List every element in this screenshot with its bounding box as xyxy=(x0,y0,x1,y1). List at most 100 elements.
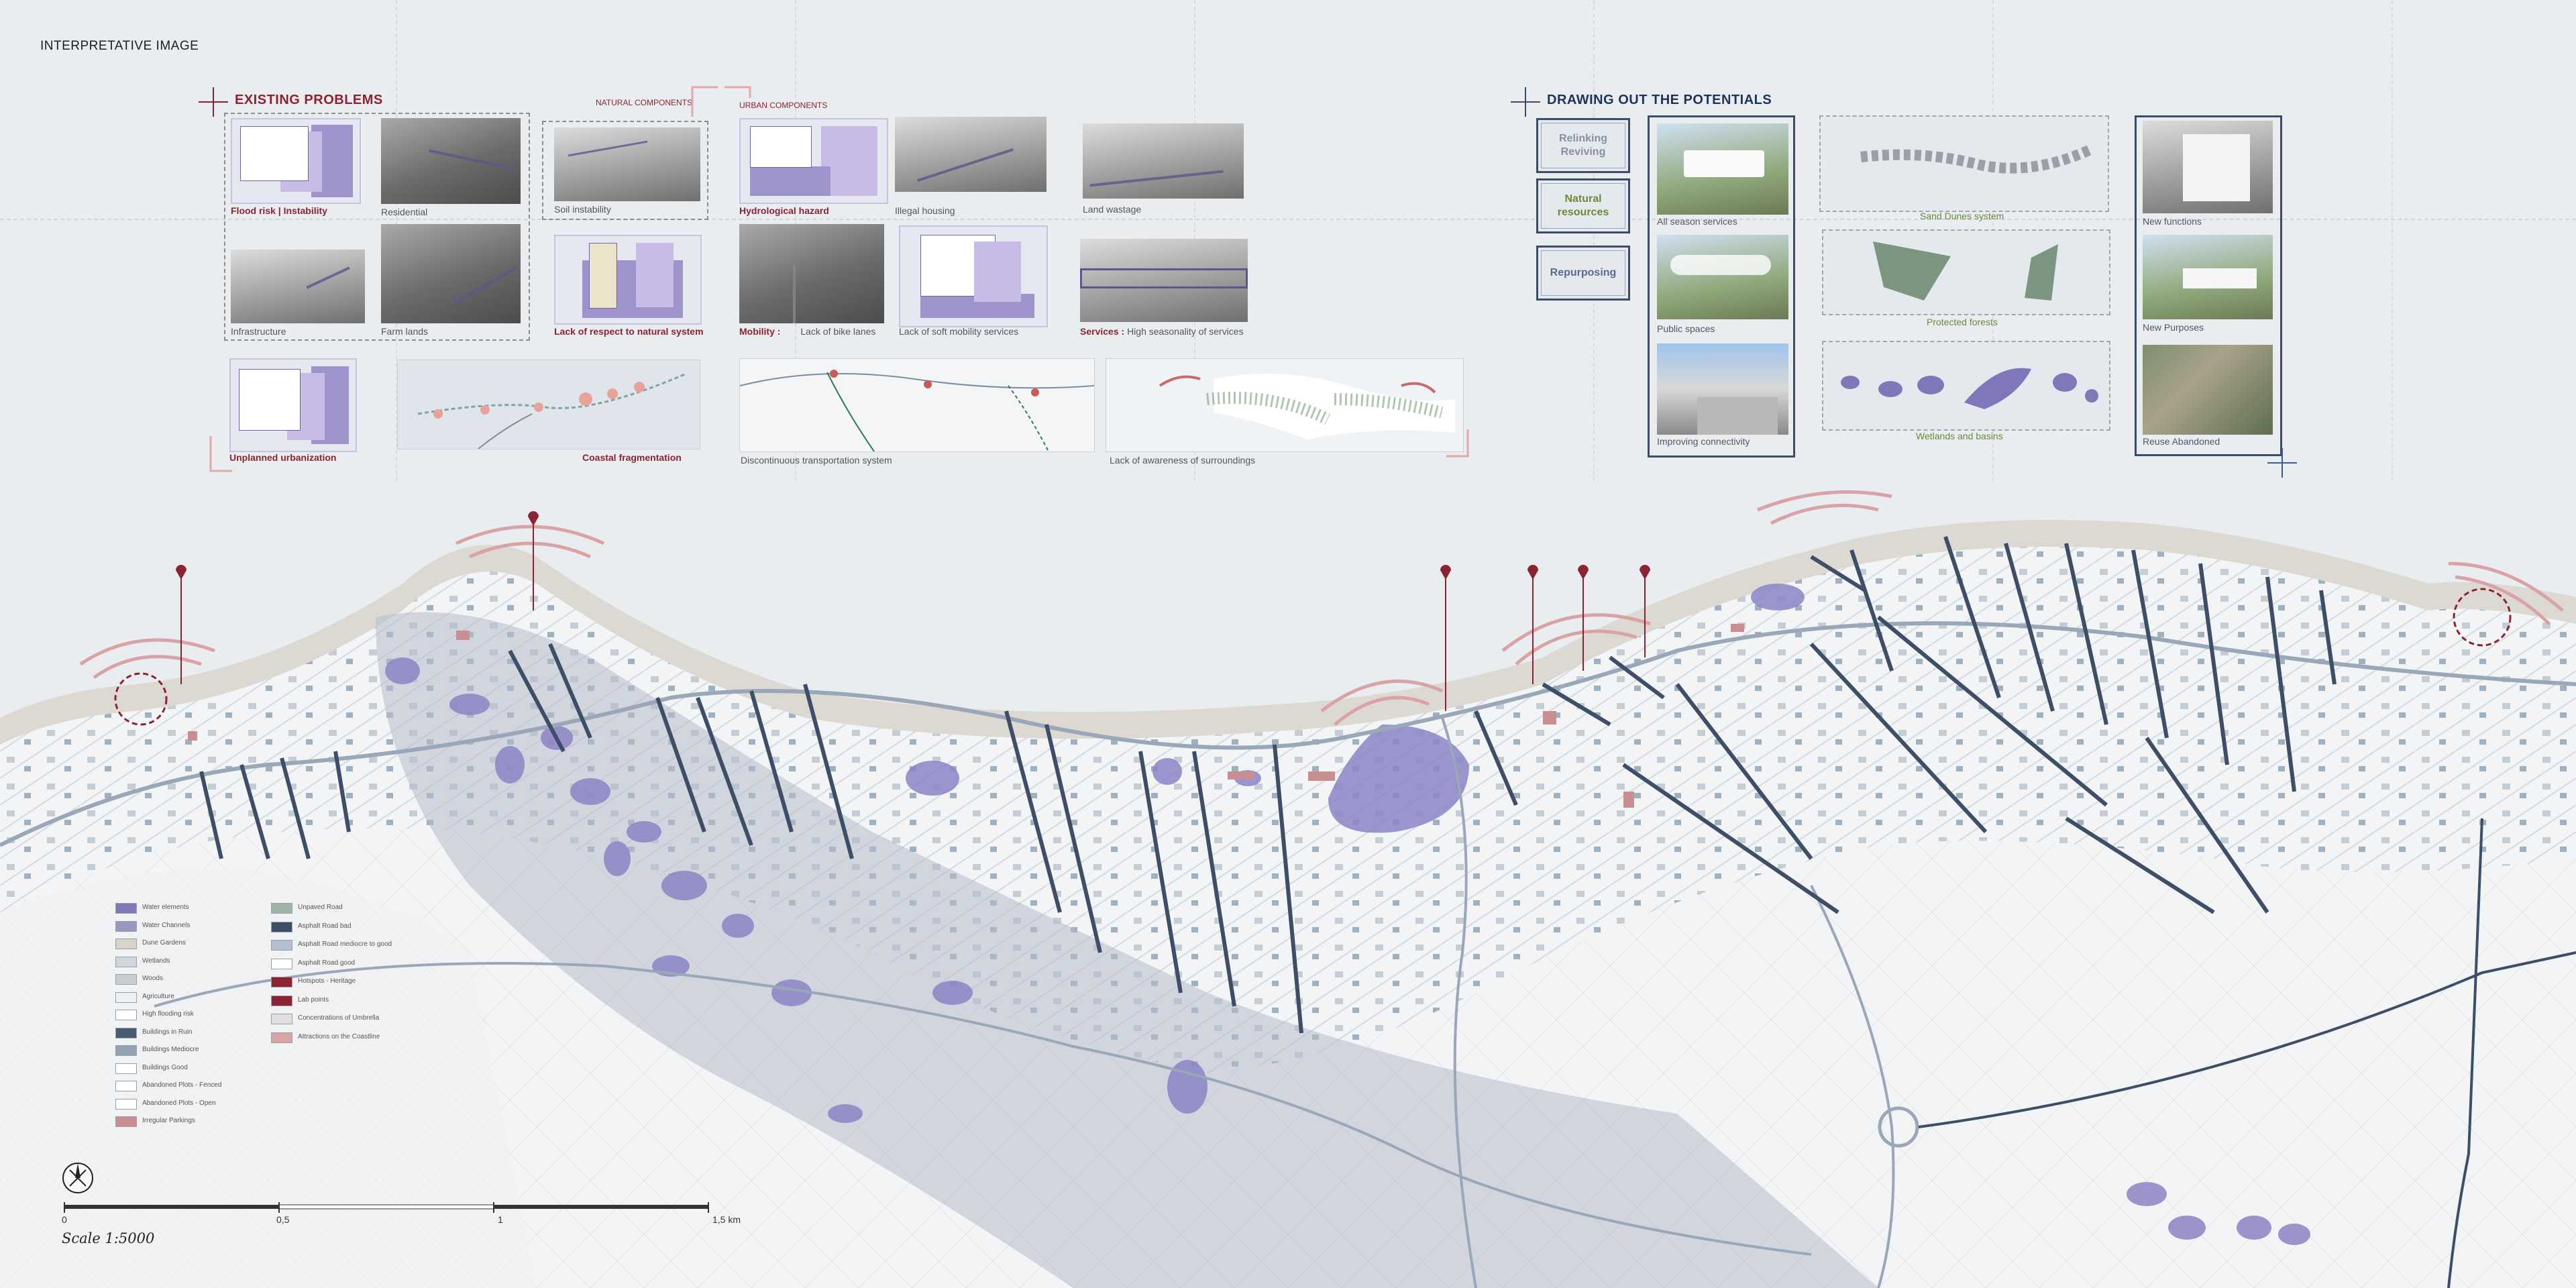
lack-respect-caption: Lack of respect to natural system xyxy=(554,326,704,337)
infrastructure-photo xyxy=(231,250,365,323)
legend-label: Water Channels xyxy=(142,921,191,929)
wetlands-caption: Wetlands and basins xyxy=(1916,431,2003,441)
hydrological-caption: Hydrological hazard xyxy=(739,205,829,216)
land-wastage-photo xyxy=(1083,123,1244,199)
crosshair-icon xyxy=(2267,448,2297,478)
illegal-housing-photo xyxy=(895,117,1046,192)
potentials-title: DRAWING OUT THE POTENTIALS xyxy=(1547,93,1772,107)
repurposing-button[interactable]: Repurposing xyxy=(1536,246,1630,301)
natural-components-label: NATURAL COMPONENTS xyxy=(596,98,693,107)
transport-map xyxy=(739,358,1095,452)
mobility-text: Lack of bike lanes xyxy=(800,326,876,337)
legend-swatch xyxy=(115,956,137,967)
legend-label: Asphalt Road bad xyxy=(298,922,352,930)
legend-label: Asphalt Road good xyxy=(298,959,356,967)
scale-tick-0: 0 xyxy=(62,1214,67,1225)
awareness-map xyxy=(1106,358,1464,452)
scale-bar xyxy=(64,1202,709,1213)
relinking-reviving-button[interactable]: Relinking Reviving xyxy=(1536,118,1630,173)
all-season-photo xyxy=(1657,123,1788,215)
legend-label: Concentrations of Umbrella xyxy=(298,1014,380,1022)
flood-risk-diagram xyxy=(231,118,361,204)
legend-label: Unpaved Road xyxy=(298,904,343,911)
farm-lands-caption: Farm lands xyxy=(381,326,429,337)
legend-swatch xyxy=(115,1010,137,1020)
legend-label: Buildings Good xyxy=(142,1063,188,1071)
legend-label: Irregular Parkings xyxy=(142,1117,195,1124)
repurposing-column xyxy=(2135,115,2282,456)
infrastructure-caption: Infrastructure xyxy=(231,326,286,337)
services-label: Services : xyxy=(1080,326,1125,337)
legend-label: Buildings Mediocre xyxy=(142,1046,199,1053)
new-functions-caption: New functions xyxy=(2143,216,2202,227)
legend-swatch xyxy=(271,995,292,1006)
legend-swatch xyxy=(271,1014,292,1024)
transport-map-graphic xyxy=(739,370,1095,452)
legend-label: Asphalt Road mediocre to good xyxy=(298,941,392,948)
legend-label: Abandoned Plots - Fenced xyxy=(142,1081,222,1089)
reuse-abandoned-caption: Reuse Abandoned xyxy=(2143,436,2220,447)
connectivity-caption: Improving connectivity xyxy=(1657,436,1750,447)
guide-line xyxy=(0,219,2576,220)
mobility-caption: Mobility : Lack of bike lanes xyxy=(739,326,875,337)
page-title: INTERPRETATIVE IMAGE xyxy=(40,39,199,53)
soil-instability-photo xyxy=(554,127,700,201)
legend-label: Woods xyxy=(142,975,163,982)
new-functions-photo xyxy=(2143,121,2273,213)
flood-risk-group xyxy=(224,113,530,341)
residential-photo xyxy=(381,118,521,204)
wetlands-panel xyxy=(1822,341,2110,431)
residential-caption: Residential xyxy=(381,207,428,217)
legend-swatch xyxy=(271,958,292,969)
legend-swatch xyxy=(115,1098,137,1110)
awareness-caption: Lack of awareness of surroundings xyxy=(1110,455,1256,466)
legend-label: High flooding risk xyxy=(142,1010,194,1018)
sand-dunes-caption: Sand Dunes system xyxy=(1920,211,2004,221)
unplanned-urbanization-diagram xyxy=(229,358,357,452)
reuse-abandoned-photo xyxy=(2143,345,2273,435)
forests-caption: Protected forests xyxy=(1927,317,1998,327)
legend-swatch xyxy=(271,903,292,914)
unplanned-caption: Unplanned urbanization xyxy=(229,452,337,463)
sand-dunes-panel xyxy=(1819,115,2109,212)
corner-bracket xyxy=(1446,429,1469,458)
public-spaces-photo xyxy=(1657,235,1788,319)
crosshair-icon xyxy=(199,87,228,117)
scale-tick-2: 1 xyxy=(498,1214,503,1225)
services-text: High seasonality of services xyxy=(1127,326,1244,337)
forests-graphic xyxy=(1873,241,2058,301)
legend-swatch xyxy=(115,991,137,1003)
soil-instability-caption: Soil instability xyxy=(554,204,611,215)
coastal-caption: Coastal fragmentation xyxy=(582,452,682,463)
legend-swatch xyxy=(271,1032,292,1043)
mobility-label: Mobility : xyxy=(739,326,781,337)
natural-resources-button[interactable]: Natural resources xyxy=(1536,178,1630,233)
services-photo xyxy=(1080,239,1248,322)
legend-swatch xyxy=(115,974,137,985)
legend-label: Wetlands xyxy=(142,957,170,965)
forests-panel xyxy=(1822,229,2110,315)
legend-swatch xyxy=(271,977,292,987)
illegal-housing-caption: Illegal housing xyxy=(895,205,955,216)
coastal-map-graphic xyxy=(417,372,687,449)
sand-dunes-graphic xyxy=(1860,145,2092,174)
scale-title: Scale 1:5000 xyxy=(62,1230,155,1246)
wetlands-graphic xyxy=(1841,368,2098,409)
hydrological-diagram xyxy=(739,118,888,204)
coastal-fragmentation-map xyxy=(397,360,700,449)
legend-swatch xyxy=(115,920,137,932)
mobility-photo xyxy=(739,224,884,323)
legend-label: Attractions on the Coastline xyxy=(298,1032,380,1040)
urban-components-label: URBAN COMPONENTS xyxy=(739,101,828,110)
legend-label: Buildings in Ruin xyxy=(142,1028,193,1036)
legend-swatch xyxy=(115,1116,137,1127)
north-arrow-icon xyxy=(62,1163,93,1193)
corner-bracket xyxy=(209,436,232,472)
connectivity-photo xyxy=(1657,343,1788,435)
site-map xyxy=(0,483,2576,1288)
legend-swatch xyxy=(115,1081,137,1091)
legend-label: Dune Gardens xyxy=(142,939,186,947)
legend-swatch xyxy=(271,940,292,951)
